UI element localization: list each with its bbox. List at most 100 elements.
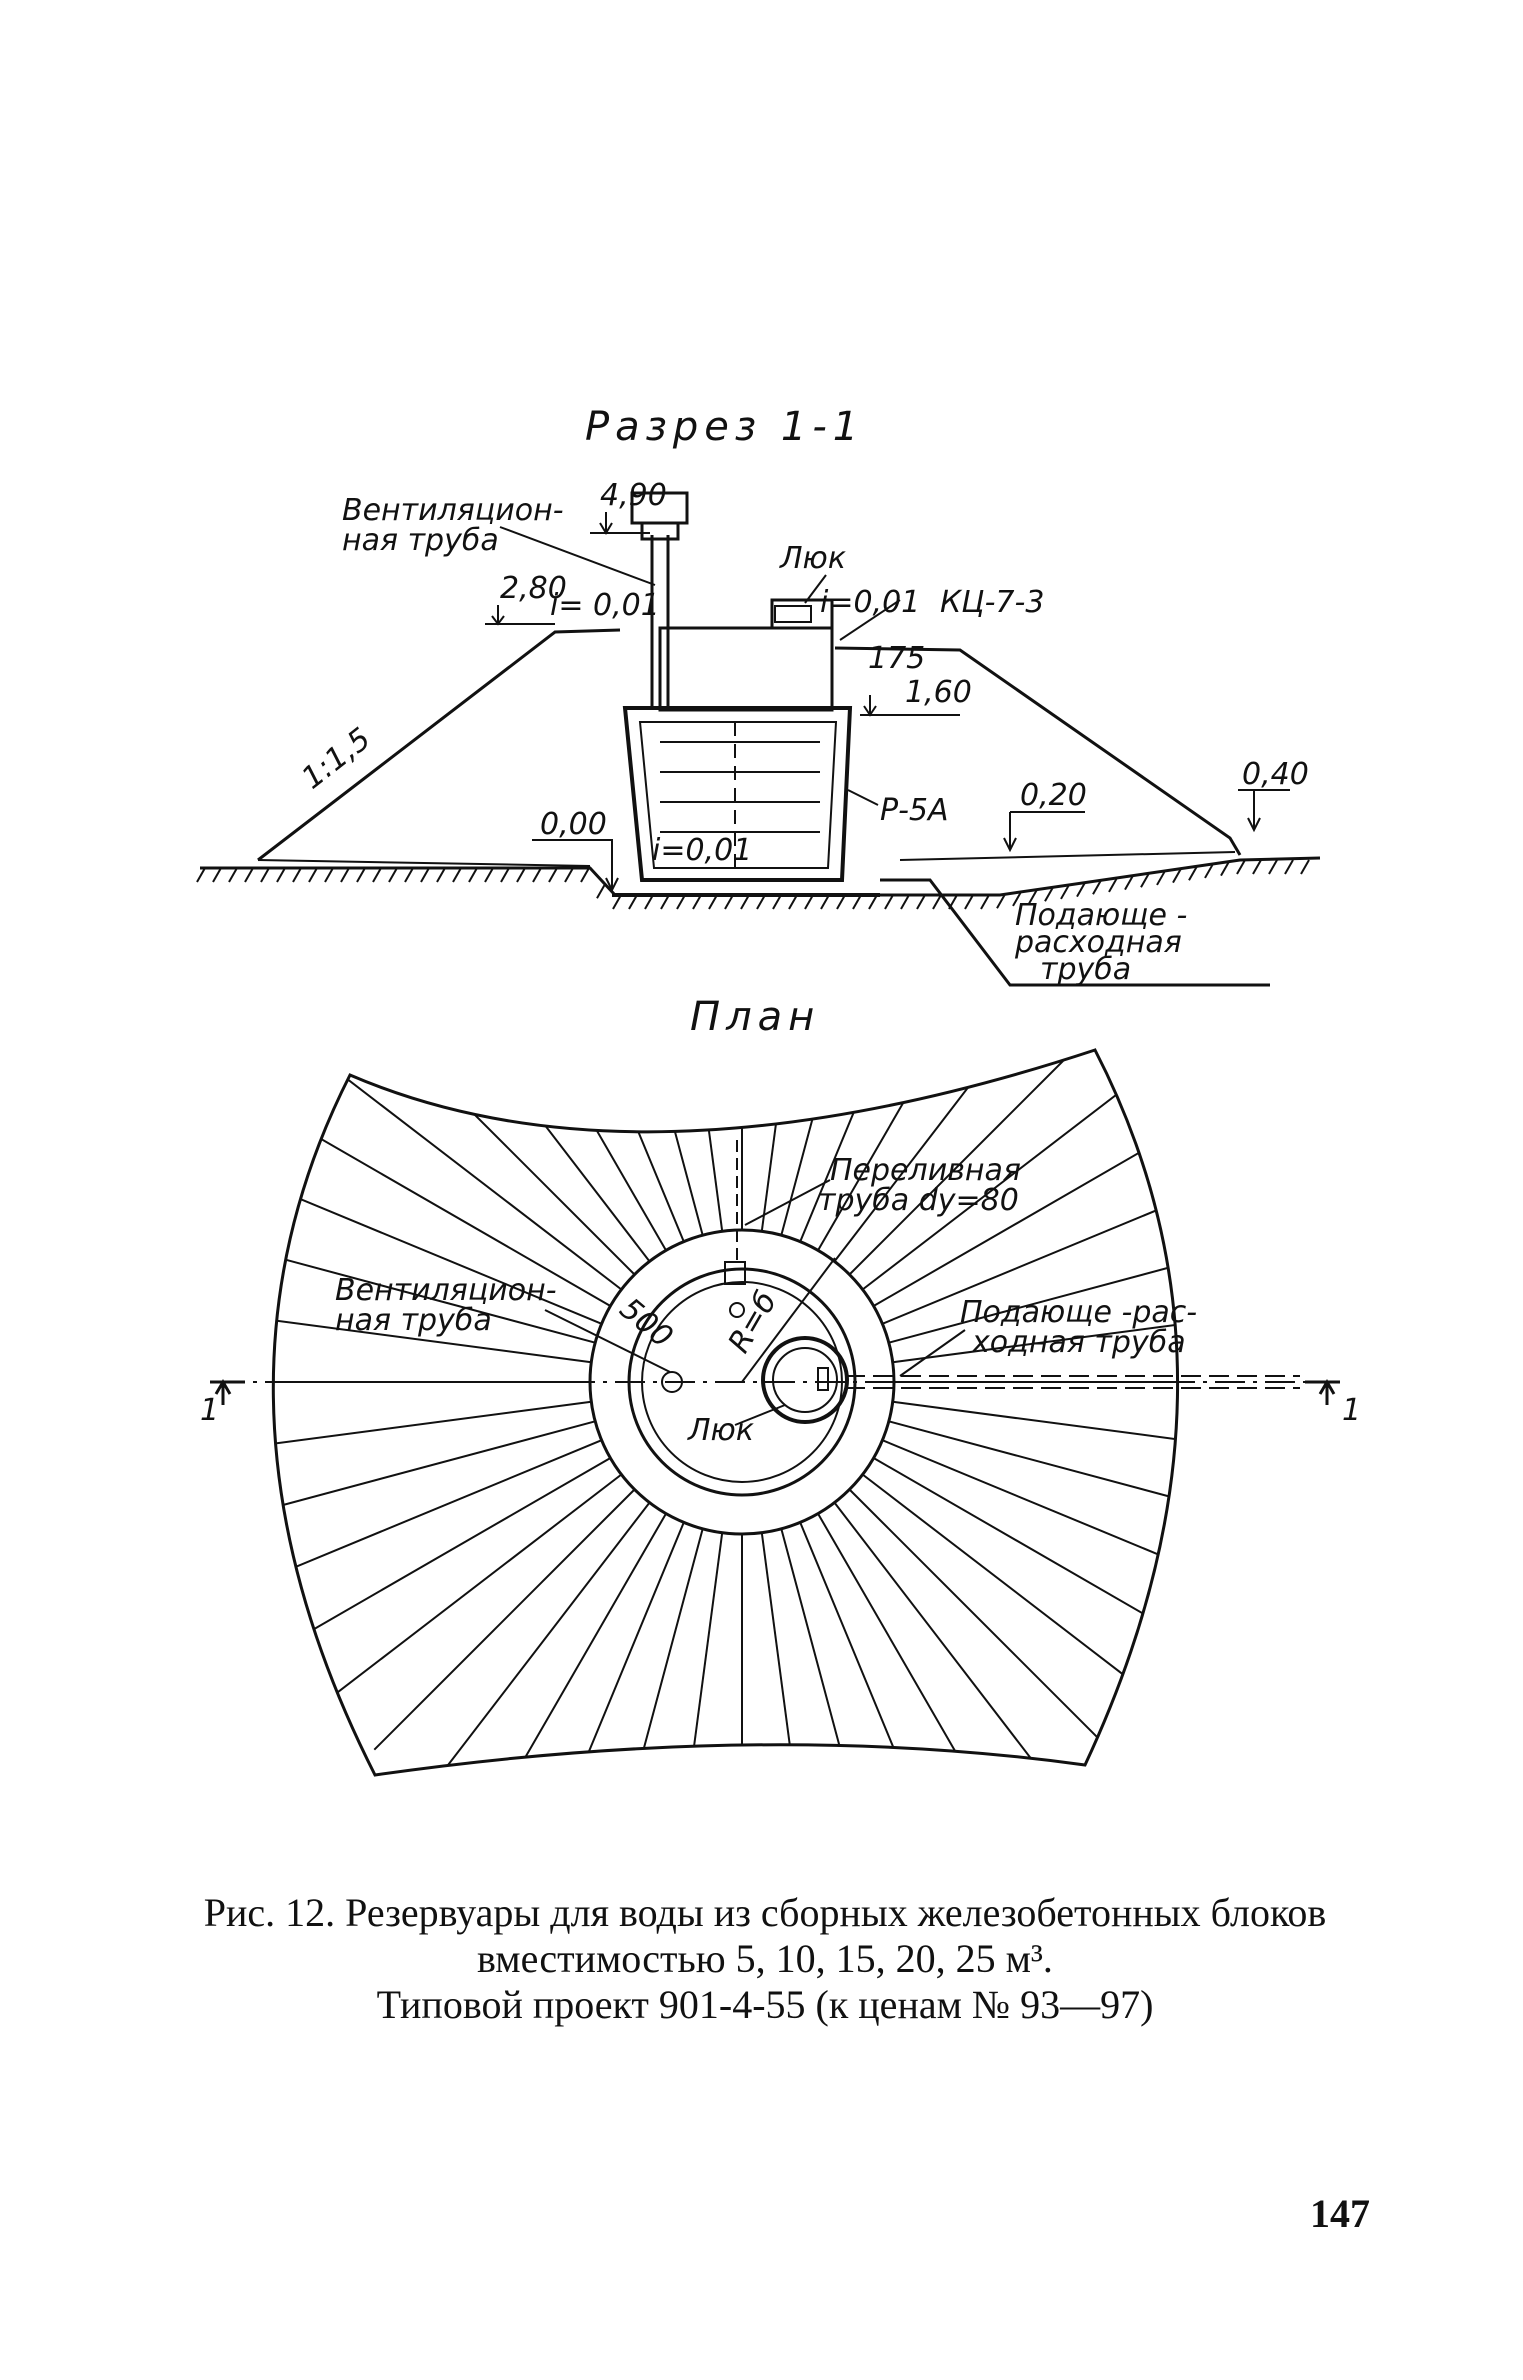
hatch-tick: [276, 867, 286, 883]
leader-tank: [847, 789, 879, 806]
label-overflow-2: труба dу=80: [818, 1183, 1019, 1218]
hatch-tick: [836, 894, 846, 910]
hatch-tick: [1108, 877, 1118, 893]
hatch-tick: [1284, 859, 1294, 875]
radial-ray: [273, 1420, 596, 1518]
tank-outline: [622, 706, 853, 882]
radial-ray: [542, 1522, 685, 1775]
figure-caption: Рис. 12. Резервуары для воды из сборных …: [203, 1890, 1327, 1981]
hatch-tick: [996, 893, 1006, 909]
section-title: Разрез 1-1: [585, 404, 864, 450]
leader-supply: [899, 1329, 966, 1377]
label-vent-pipe-2: ная труба: [342, 523, 499, 558]
radial-ray: [273, 1246, 596, 1344]
radial-ray: [799, 1522, 942, 1775]
hatch-tick: [596, 883, 606, 899]
hatch-tick: [1204, 863, 1214, 879]
ground-hatching: [196, 859, 1310, 910]
hatch-tick: [244, 867, 254, 883]
radial-ray: [780, 1528, 878, 1775]
hatch-tick: [500, 867, 510, 883]
hatch-tick: [852, 894, 862, 910]
hatch-tick: [916, 894, 926, 910]
hatch-tick: [628, 894, 638, 910]
plan-drawing: [210, 1048, 1340, 1777]
hatch-tick: [1252, 859, 1262, 875]
hatch-tick: [340, 867, 350, 883]
hatch-tick: [788, 894, 798, 910]
label-vent-plan-1: Вентиляцион-: [335, 1273, 557, 1308]
section-labels: Вентиляцион- ная труба 4,90 Люк 2,80 i= …: [295, 478, 1308, 987]
hatch-tick: [692, 894, 702, 910]
embankment-base-left: [257, 859, 591, 867]
hatch-tick: [676, 894, 686, 910]
hatch-tick: [1124, 875, 1134, 891]
hatch-tick: [1220, 861, 1230, 877]
hatch-tick: [564, 867, 574, 883]
radial-ray: [673, 1532, 724, 1775]
label-hatch-plan: Люк: [687, 1413, 754, 1448]
leader-hatch-plan: [734, 1404, 786, 1426]
label-kc: КЦ-7-3: [940, 585, 1044, 620]
elev-mark-000: [532, 839, 619, 893]
hatch-tick: [1172, 868, 1182, 884]
hatch-tick: [404, 867, 414, 883]
leader-hatch: [804, 574, 827, 604]
hatch-tick: [612, 894, 622, 910]
hatch-tick: [1044, 886, 1054, 902]
radial-ray: [882, 1439, 1178, 1582]
label-slope-i1: i= 0,01: [550, 588, 660, 623]
hatch-tick: [900, 894, 910, 910]
hatch-tick: [1012, 891, 1022, 907]
hatch-tick: [324, 867, 334, 883]
radial-ray: [328, 1064, 623, 1291]
radial-ray: [888, 1246, 1178, 1344]
hatch-tick: [388, 867, 398, 883]
radial-ray: [861, 1064, 1156, 1291]
leader-vent-plan: [544, 1309, 671, 1373]
radial-ray: [892, 1313, 1178, 1364]
radial-ray: [542, 1050, 685, 1242]
cut-marker-right: [1305, 1379, 1340, 1405]
page-number: 147: [1310, 2191, 1370, 2236]
leader-kc: [839, 599, 901, 641]
hatch-tick: [468, 867, 478, 883]
radial-ray: [424, 1501, 651, 1775]
radial-ray: [273, 1439, 602, 1582]
technical-drawing: Разрез 1-1: [196, 404, 1361, 1777]
leader-overflow: [744, 1179, 831, 1226]
label-vent-plan-2: ная труба: [335, 1303, 492, 1338]
radial-ray: [673, 1050, 724, 1232]
tank-neck: [658, 626, 834, 712]
radial-ray: [833, 1050, 1060, 1263]
elev-mark-490: [590, 512, 650, 535]
radial-ray: [373, 1488, 636, 1751]
plan-outer-boundary: [271, 1048, 1179, 1777]
label-slope-i2: i=0,01: [820, 585, 920, 620]
radial-ray: [848, 1488, 1111, 1751]
hatch-handle: [817, 1367, 829, 1391]
hatch-inner: [772, 1347, 838, 1413]
radial-ray: [760, 1532, 811, 1775]
label-supply-plan-1: Подающе -рас-: [960, 1295, 1197, 1330]
label-elev-490: 4,90: [600, 478, 667, 513]
ground-line: [200, 856, 1321, 897]
hatch-tick: [1236, 859, 1246, 875]
hatch-tick: [868, 894, 878, 910]
hatch-tick: [372, 867, 382, 883]
radial-ray: [888, 1420, 1178, 1518]
hatch-tick: [260, 867, 270, 883]
radial-ray: [760, 1050, 811, 1232]
hatch-tick: [532, 867, 542, 883]
radial-ray: [817, 1513, 1003, 1775]
section-drawing: [196, 491, 1321, 987]
cut-marker-left: [210, 1379, 245, 1405]
embankment-outline: [257, 628, 621, 862]
hatch-tick: [1060, 884, 1070, 900]
hatch-tick: [580, 867, 590, 883]
label-elev-280: 2,80: [500, 571, 567, 606]
label-elev-160: 1,60: [905, 675, 972, 710]
elev-mark-280: [485, 605, 555, 626]
hatch-tick: [484, 867, 494, 883]
